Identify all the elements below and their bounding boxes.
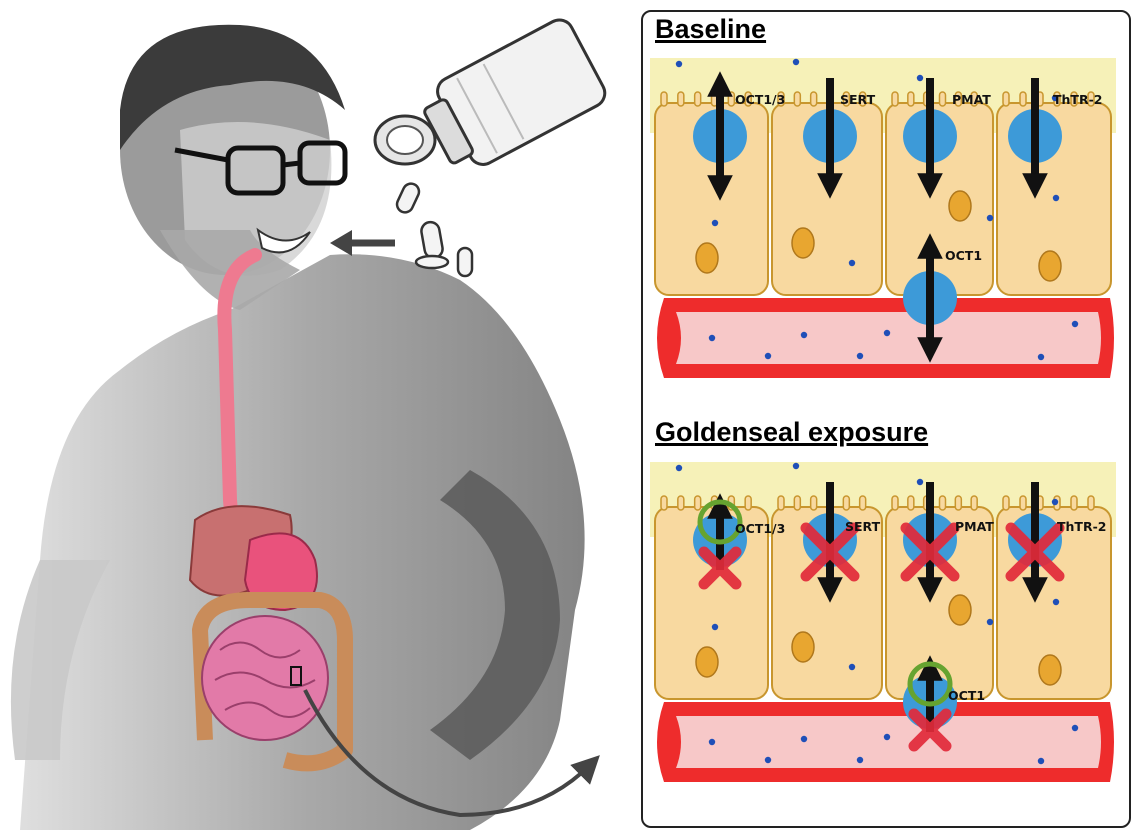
goldenseal-label-oct1-3: OCT1/3	[735, 521, 785, 536]
baseline-label-pmat: PMAT	[952, 92, 991, 107]
goldenseal-label-sert: SERT	[845, 519, 880, 534]
baseline-label-oct1-3: OCT1/3	[735, 92, 785, 107]
baseline-label-thtr2: ThTR-2	[1053, 92, 1102, 107]
goldenseal-label-pmat: PMAT	[955, 519, 994, 534]
pill-bottle-icon	[415, 15, 610, 179]
baseline-label-oct1: OCT1	[945, 248, 982, 263]
baseline-title: Baseline	[655, 14, 766, 45]
goldenseal-title: Goldenseal exposure	[655, 417, 928, 448]
baseline-label-sert: SERT	[840, 92, 875, 107]
arrow-icon	[330, 230, 395, 256]
bottle-cap-icon	[375, 116, 435, 164]
goldenseal-label-thtr2: ThTR-2	[1057, 519, 1106, 534]
goldenseal-label-oct1: OCT1	[948, 688, 985, 703]
intestine-icon	[202, 616, 328, 740]
